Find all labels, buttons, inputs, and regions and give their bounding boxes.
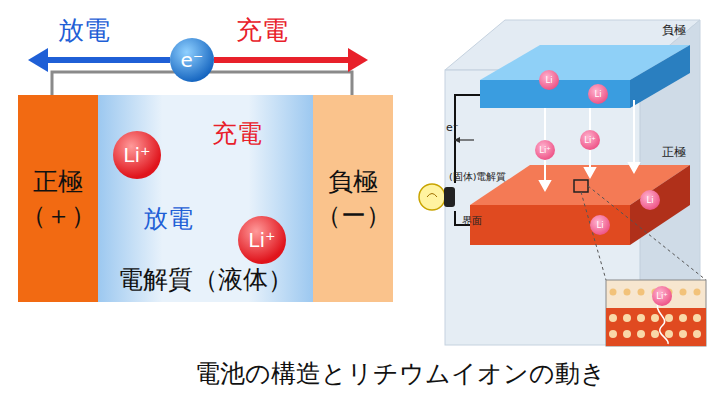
detail-leader — [581, 186, 706, 280]
external-wire — [455, 95, 480, 225]
anode-side — [630, 45, 690, 108]
ion-label: Li⁺ — [248, 230, 275, 250]
lithium-ion-small: Li⁺ — [580, 130, 600, 150]
electrolyte-band: 電解質（液体） Li⁺ Li⁺ — [98, 95, 313, 302]
lithium-circle: Li — [588, 84, 608, 104]
electrolyte-label: (固体)電解質 — [449, 172, 506, 182]
box-label: 正極 — [33, 165, 83, 199]
ion-label: Li⁺ — [123, 145, 150, 165]
electron-arrow-charge — [214, 48, 368, 72]
ion-label: Li⁺ — [584, 136, 596, 145]
lithium-ion-small: Li⁺ — [652, 286, 672, 306]
lithium-circle: Li — [539, 70, 559, 90]
ion-label: Li⁺ — [539, 146, 551, 155]
cathode-side — [630, 165, 690, 245]
detail-square — [574, 180, 588, 192]
edge-label: 放電 — [143, 205, 193, 233]
ion-label: Li⁺ — [656, 292, 668, 301]
electron-flow-arrow — [454, 137, 474, 143]
ion-label: Li — [596, 221, 603, 230]
ion-label: Li — [594, 90, 601, 99]
box-label: （＋） — [21, 199, 96, 233]
anode-label: 負極 — [662, 24, 686, 37]
detail-inset — [606, 280, 706, 346]
electron-label: e⁻ — [446, 122, 459, 134]
discharge-label: 放電 — [58, 16, 110, 45]
interface-label: 界面 — [462, 215, 482, 226]
ion-label: Li — [545, 76, 552, 85]
charge-label: 充電 — [236, 16, 288, 45]
anode-box: 負極（ー） — [313, 95, 393, 302]
lithium-ion-small: Li⁺ — [535, 140, 555, 160]
lithium-ion: Li⁺ — [238, 216, 286, 264]
light-bulb — [419, 184, 455, 210]
cathode-front — [470, 205, 630, 245]
box-label: 電解質（液体） — [118, 263, 293, 296]
cathode-label: 正極 — [662, 146, 686, 159]
ion-arrows — [540, 100, 639, 190]
cathode-box: 正極（＋） — [18, 95, 98, 302]
electron-arrow-discharge — [28, 48, 170, 72]
lithium-circle: Li — [640, 190, 660, 210]
box-label: 負極 — [328, 165, 378, 199]
lithium-circle: Li — [590, 215, 610, 235]
caption: 電池の構造とリチウムイオンの動き — [0, 360, 721, 388]
ion-label: Li — [646, 196, 653, 205]
box-label: （ー） — [316, 199, 391, 233]
electron-circle: e⁻ — [170, 38, 214, 82]
battery-illustration — [419, 20, 706, 346]
ion-label: e⁻ — [181, 50, 204, 70]
edge-label: 充電 — [212, 120, 262, 148]
lithium-ion: Li⁺ — [113, 131, 161, 179]
